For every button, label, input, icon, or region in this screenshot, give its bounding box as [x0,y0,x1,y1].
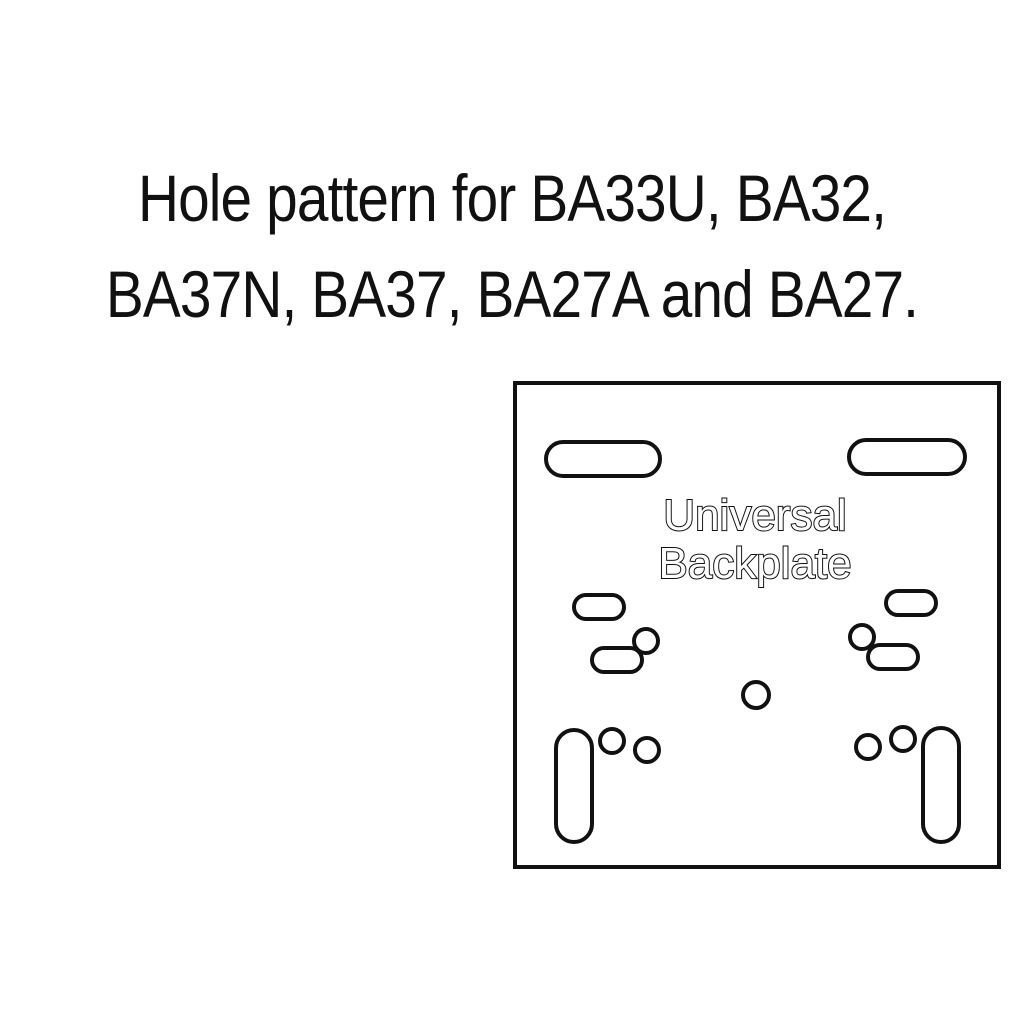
title-line-2: BA37N, BA37, BA27A and BA27. [105,257,919,331]
slot-top-right [847,438,967,476]
slot-bottom-left [554,728,594,844]
title-line-1: Hole pattern for BA33U, BA32, [137,161,887,235]
backplate-outline [513,381,1001,869]
hole-bottom-right-1 [854,733,882,761]
plate-label-line-1: Universal [663,491,846,540]
slot-mid-left-lower [590,646,644,674]
hole-bottom-left-2 [633,736,661,764]
slot-bottom-right [921,726,961,844]
hole-bottom-left-1 [598,727,626,755]
diagram-title: Hole pattern for BA33U, BA32, BA37N, BA3… [72,150,953,342]
slot-mid-right-upper [884,589,938,617]
hole-center [741,680,771,710]
slot-mid-left-upper [572,593,626,621]
slot-mid-right-lower [866,643,920,671]
plate-label-line-2: Backplate [658,539,851,588]
hole-bottom-right-2 [889,725,917,753]
slot-top-left [544,440,662,478]
hole-mid-left [632,627,660,655]
hole-mid-right [848,623,876,651]
